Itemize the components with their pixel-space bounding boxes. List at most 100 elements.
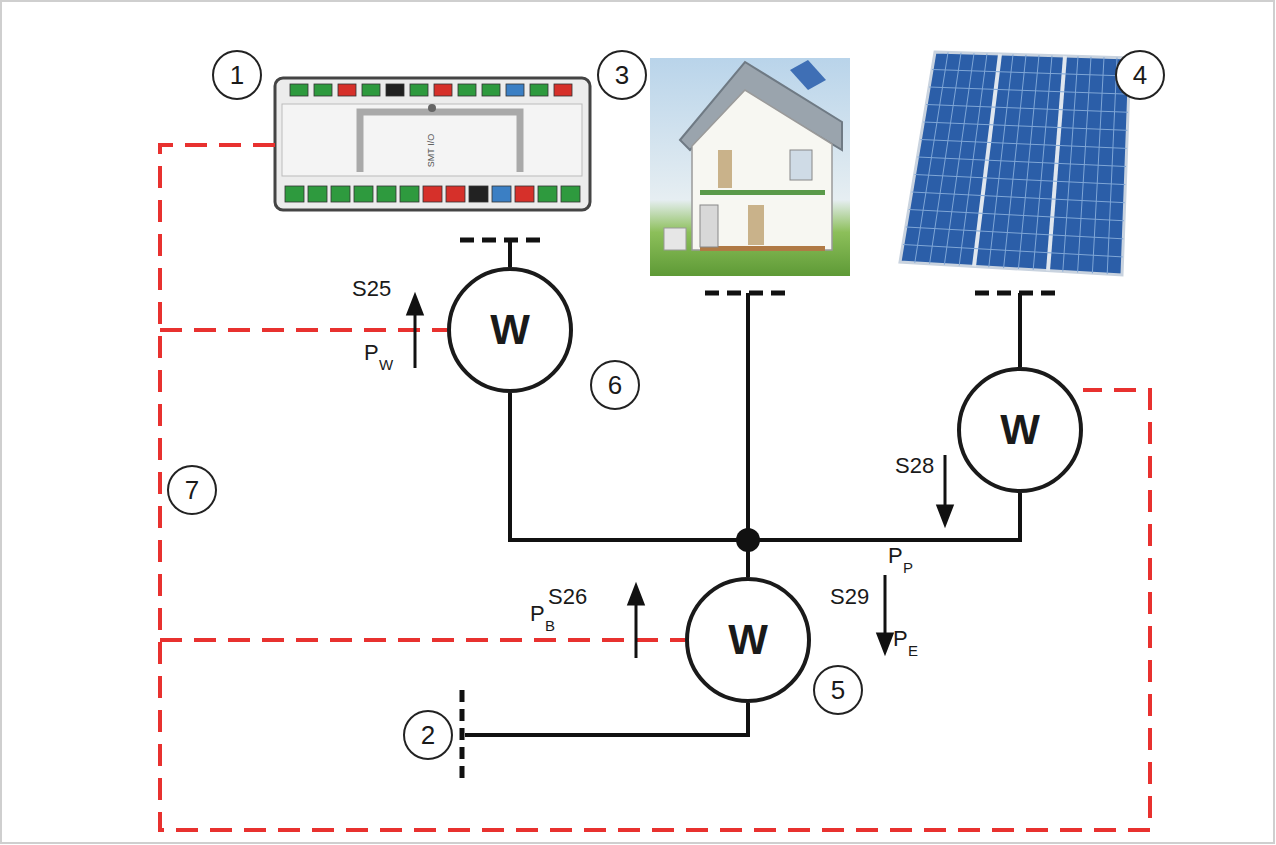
- controller-unit: [428, 104, 436, 112]
- terminal-block: [400, 186, 419, 202]
- terminal-block: [538, 186, 557, 202]
- controller-unit: [282, 104, 582, 176]
- device-label: SMT I/O: [428, 133, 437, 166]
- house-illustration: [692, 90, 832, 250]
- signal-name: S28: [895, 455, 934, 477]
- flow-arrows: [635, 602, 638, 658]
- controller-unit: [275, 78, 590, 210]
- terminal-block: [458, 84, 476, 96]
- terminal-block: [530, 84, 548, 96]
- terminal-block: [561, 186, 580, 202]
- callout-number: 5: [813, 665, 863, 715]
- pv-cell-line: [923, 122, 1127, 130]
- callout-number: 3: [597, 50, 647, 100]
- callout-number: 1: [212, 50, 262, 100]
- bus-wiring: [160, 145, 1150, 830]
- power-wiring: [746, 293, 750, 540]
- pv-cell-line: [932, 70, 1129, 77]
- pv-cell-line: [903, 245, 1123, 257]
- controller-unit: [275, 78, 590, 210]
- signal-name: S26: [548, 586, 587, 608]
- power-line: [748, 493, 1020, 577]
- power-wiring: [975, 291, 1055, 296]
- terminal-block: [285, 186, 304, 202]
- flow-arrows: [884, 575, 887, 636]
- callout-number: 2: [403, 710, 453, 760]
- pv-panel-illustration: [900, 52, 1130, 275]
- terminal-block: [362, 84, 380, 96]
- terminal-block: [423, 186, 442, 202]
- flow-arrows: [414, 312, 417, 368]
- terminal-block: [308, 186, 327, 202]
- meter-symbol: W: [490, 306, 530, 354]
- power-subscript: E: [908, 643, 918, 658]
- pv-cell-line: [909, 210, 1124, 221]
- power-wiring: [460, 238, 545, 243]
- meter-outline: [959, 369, 1081, 491]
- house-illustration: [790, 60, 826, 90]
- terminal-block: [331, 186, 350, 202]
- power-subscript: B: [545, 618, 555, 633]
- bus-wiring: [160, 145, 1150, 830]
- bus-wiring: [160, 638, 685, 642]
- power-wiring: [460, 690, 465, 778]
- flow-arrows: [629, 586, 643, 604]
- flow-arrows: [944, 455, 947, 508]
- signal-name: S29: [830, 586, 869, 608]
- terminal-block: [482, 84, 500, 96]
- meter-symbol: W: [1000, 406, 1040, 454]
- pv-cell-line: [906, 227, 1124, 239]
- power-symbol: P: [893, 628, 908, 650]
- terminal-block: [492, 186, 511, 202]
- terminal-block: [290, 84, 308, 96]
- terminal-block: [354, 186, 373, 202]
- terminal-block: [554, 84, 572, 96]
- controller-unit: [360, 112, 520, 172]
- callout-number: 7: [167, 465, 217, 515]
- meter-symbol: W: [728, 616, 768, 664]
- pv-cell-line: [929, 87, 1128, 94]
- pv-cell-line: [926, 105, 1128, 113]
- house-illustration: [748, 205, 764, 245]
- signal-name: S25: [352, 278, 391, 300]
- house-illustration: [650, 58, 850, 276]
- terminal-block: [469, 186, 488, 202]
- terminal-block: [506, 84, 524, 96]
- power-symbol: P: [364, 342, 379, 364]
- terminal-block: [338, 84, 356, 96]
- terminal-block: [314, 84, 332, 96]
- power-subscript: P: [903, 560, 913, 575]
- meter-circle: W: [685, 577, 811, 703]
- pv-panel-illustration: [900, 52, 1130, 275]
- meter-circle: W: [957, 367, 1083, 493]
- flow-arrows: [878, 634, 892, 652]
- house-illustration: [650, 58, 850, 276]
- callout-number: 6: [590, 360, 640, 410]
- power-symbol: P: [530, 603, 545, 625]
- pv-cell-grid: [903, 52, 1129, 274]
- meter-outline: [687, 579, 809, 701]
- meter-outline: [449, 269, 571, 391]
- pv-cell-line: [918, 157, 1127, 167]
- bus-wiring: [160, 328, 447, 332]
- power-symbol: P: [888, 545, 903, 567]
- callout-number: 4: [1115, 50, 1165, 100]
- flow-arrows: [408, 296, 422, 314]
- power-wiring: [1018, 293, 1022, 367]
- power-line: [510, 393, 748, 577]
- terminal-block: [434, 84, 452, 96]
- power-subscript: W: [379, 357, 393, 372]
- pv-cell-line: [915, 175, 1126, 185]
- terminal-block: [446, 186, 465, 202]
- pv-cell-line: [920, 140, 1126, 149]
- pv-cell-line: [912, 192, 1125, 203]
- meter-circle: W: [447, 267, 573, 393]
- terminal-block: [515, 186, 534, 202]
- house-illustration: [790, 150, 812, 180]
- terminal-block: [386, 84, 404, 96]
- terminal-block: [377, 186, 396, 202]
